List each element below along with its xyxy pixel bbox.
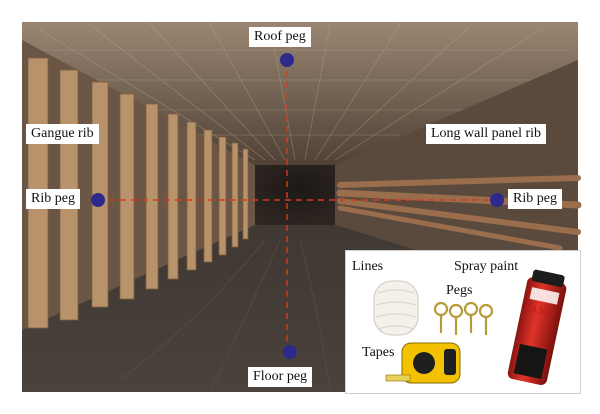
tools-illustration xyxy=(373,269,567,386)
floor-peg-label: Floor peg xyxy=(248,367,313,387)
tape-measure-icon xyxy=(385,342,461,384)
spray-paint-label: Spray paint xyxy=(454,259,519,274)
gangue-rib-wall xyxy=(22,40,255,330)
string-roll-icon xyxy=(373,280,419,336)
tapes-label: Tapes xyxy=(362,345,395,360)
floor-texture xyxy=(119,239,331,393)
pegs-icon xyxy=(433,301,494,335)
roof-peg-label: Roof peg xyxy=(249,27,311,47)
spray-can-icon xyxy=(507,269,567,386)
pegs-label: Pegs xyxy=(446,283,473,298)
rib-peg-left-label: Rib peg xyxy=(26,189,80,209)
rib-peg-right-label: Rib peg xyxy=(508,189,562,209)
long-wall-panel-rib-label: Long wall panel rib xyxy=(426,124,547,144)
tools-inset: Lines Spray paint Pegs Tapes SANO xyxy=(345,250,581,394)
floor-peg-marker xyxy=(283,345,297,359)
rib-peg-left-marker xyxy=(91,193,105,207)
survey-crosshair xyxy=(98,60,497,352)
rib-peg-right-marker xyxy=(490,193,504,207)
gangue-rib-label: Gangue rib xyxy=(26,124,99,144)
lines-label: Lines xyxy=(352,259,384,274)
roof-peg-marker xyxy=(280,53,294,67)
